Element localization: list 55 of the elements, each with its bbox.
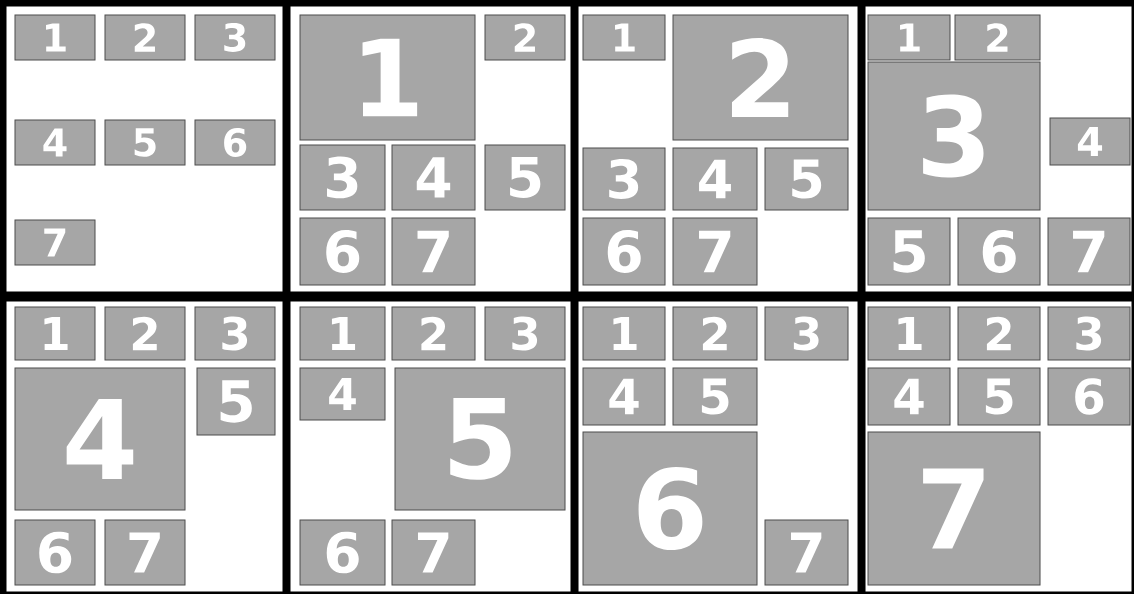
number-tile: 5 [104,119,186,166]
number-tile: 1 [867,14,951,61]
number-tile: 2 [957,306,1041,361]
number-tile: 6 [194,119,276,166]
number-tile: 7 [1047,217,1131,286]
number-tile: 7 [14,219,96,266]
number-tile: 6 [1047,367,1131,426]
number-tile: 5 [867,217,951,286]
number-tile: 6 [299,519,386,586]
number-tile: 5 [196,367,276,436]
number-tile: 4 [867,367,951,426]
number-tile: 6 [582,431,758,586]
number-tile: 3 [299,144,386,211]
number-tile: 7 [867,431,1041,586]
number-tile: 6 [14,519,96,586]
number-tile: 1 [582,306,666,361]
number-tile: 7 [672,217,758,286]
number-tile: 5 [764,147,849,211]
number-tile: 5 [484,144,566,211]
number-tile: 7 [764,519,849,586]
number-tile: 2 [954,14,1041,61]
number-tile: 7 [104,519,186,586]
number-tile: 1 [14,306,96,361]
number-tile: 4 [582,367,666,426]
number-tile: 1 [14,14,96,61]
number-tile: 6 [299,217,386,286]
number-tile: 1 [867,306,951,361]
number-tile: 6 [957,217,1041,286]
number-tile: 4 [1049,117,1131,166]
number-tile: 7 [391,519,476,586]
number-tile: 3 [582,147,666,211]
number-tile: 5 [957,367,1041,426]
number-tile: 3 [764,306,849,361]
number-tile: 5 [672,367,758,426]
number-tile: 2 [672,306,758,361]
number-tile: 3 [1047,306,1131,361]
number-tile: 3 [194,14,276,61]
number-tile: 2 [104,306,186,361]
number-tile: 1 [299,306,386,361]
number-tile: 3 [194,306,276,361]
number-tile: 4 [672,147,758,211]
number-tile: 4 [391,144,476,211]
number-tile: 1 [299,14,476,141]
number-tile: 2 [672,14,849,141]
number-tile: 4 [14,119,96,166]
number-tile: 1 [582,14,666,61]
number-tile: 3 [484,306,566,361]
number-tile: 2 [484,14,566,61]
number-tile: 2 [104,14,186,61]
number-tile: 6 [582,217,666,286]
number-tile: 7 [391,217,476,286]
number-tile: 5 [394,367,566,511]
number-tile: 4 [299,367,386,421]
number-tile: 2 [391,306,476,361]
number-tile: 4 [14,367,186,511]
